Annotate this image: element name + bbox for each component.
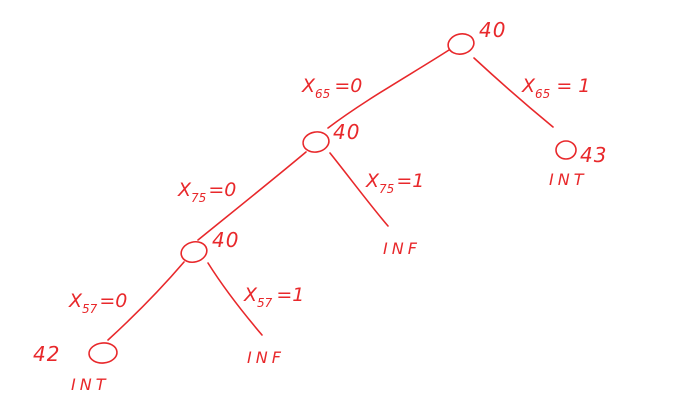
edge-root-right xyxy=(473,57,554,128)
node-root xyxy=(447,33,475,55)
node-right2-status: INF xyxy=(383,239,421,258)
node-left3-value: 42 xyxy=(33,342,60,366)
node-left1 xyxy=(302,131,330,153)
edge-label-var: X xyxy=(68,290,83,312)
edge-label-rel: =1 xyxy=(276,284,304,306)
svg-text:X57=0: X57=0 xyxy=(68,290,127,316)
node-left3-status: INT xyxy=(71,375,109,394)
svg-text:X65= 1: X65 = 1 xyxy=(521,75,590,101)
edge-label-sub: 65 xyxy=(535,87,550,101)
edge-left2-left xyxy=(107,261,185,341)
edge-label-sub: 75 xyxy=(191,191,206,205)
edge-label-rel: =0 xyxy=(208,179,236,201)
edge-left1-left xyxy=(197,151,307,241)
edge-label-var: X xyxy=(243,284,258,306)
edge-label-left1-right: X75=1 xyxy=(365,170,424,196)
edge-label-root-left: X65 =0 xyxy=(301,75,362,101)
node-left2-value: 40 xyxy=(212,228,239,252)
svg-text:X57=1: X57=1 xyxy=(243,284,304,310)
edge-label-var: X xyxy=(177,179,192,201)
edge-label-sub: 75 xyxy=(379,182,394,196)
edge-root-left xyxy=(327,49,450,129)
edge-label-root-right: X65 = 1 xyxy=(521,75,590,101)
edge-label-sub: 65 xyxy=(315,87,330,101)
node-left1-value: 40 xyxy=(333,120,360,144)
edge-label-var: X xyxy=(365,170,380,192)
edge-left2-right xyxy=(207,262,263,336)
edge-label-rel: =0 xyxy=(99,290,127,312)
node-right3-status: INF xyxy=(247,348,285,367)
node-right1-value: 43 xyxy=(580,143,607,167)
edge-label-var: X xyxy=(521,75,536,97)
node-right1 xyxy=(555,140,577,160)
svg-text:X65=0: X65 =0 xyxy=(301,75,362,101)
edge-label-sub: 57 xyxy=(257,296,273,310)
edge-label-rel: =0 xyxy=(334,75,362,97)
node-left2 xyxy=(180,240,208,264)
edge-label-rel: = 1 xyxy=(556,75,590,97)
node-right1-status: INT xyxy=(549,170,587,189)
edge-left1-right xyxy=(329,152,389,227)
edge-label-rel: =1 xyxy=(396,170,424,192)
edge-label-sub: 57 xyxy=(82,302,98,316)
edge-label-left1-left: X75=0 xyxy=(177,179,236,205)
edge-label-left2-left: X57=0 xyxy=(68,290,127,316)
node-left3 xyxy=(88,342,118,364)
node-root-value: 40 xyxy=(479,18,506,42)
svg-text:X75=1: X75=1 xyxy=(365,170,424,196)
edge-label-var: X xyxy=(301,75,316,97)
svg-text:X75=0: X75=0 xyxy=(177,179,236,205)
edge-label-left2-right: X57=1 xyxy=(243,284,304,310)
